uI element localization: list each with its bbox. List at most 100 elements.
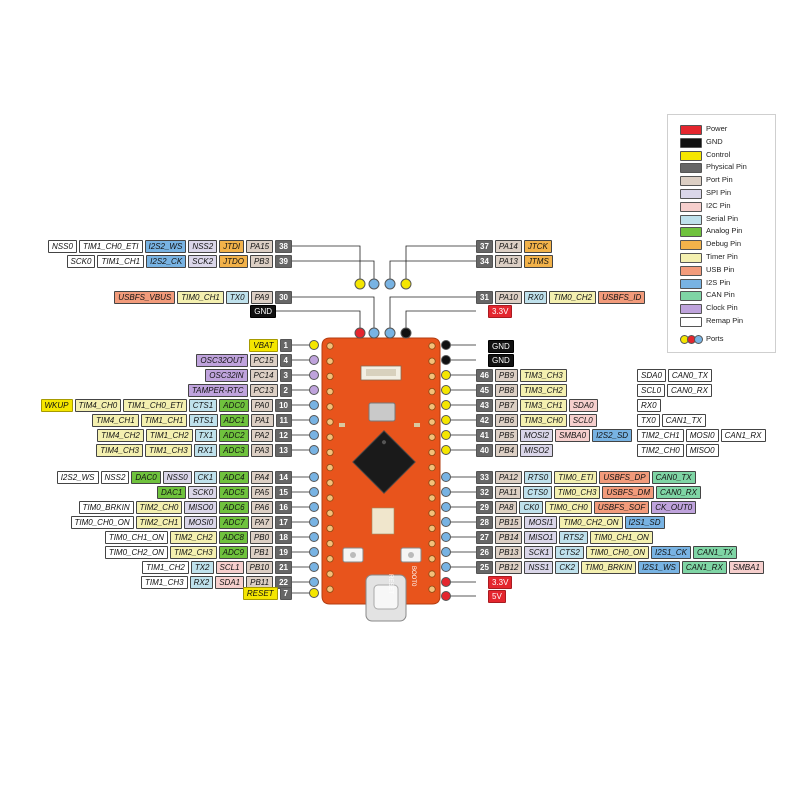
pin-label-port: PB14 — [494, 531, 523, 544]
pin-label-remap: TIM0_CH0_ON — [70, 516, 134, 529]
pin-label-port: PB3 — [249, 255, 274, 268]
pin-label-port: PA7 — [250, 516, 274, 529]
pin-label-timer: TIM3_CH1 — [520, 399, 567, 412]
left-port-dot — [309, 415, 319, 425]
pin-label-spi: SCK1 — [524, 546, 554, 559]
pin-label-timer: TIM0_CH2 — [549, 291, 597, 304]
header-hole — [326, 555, 334, 563]
pin-label-serial: RTS1 — [189, 414, 218, 427]
pin-label-phys: 21 — [275, 561, 292, 574]
pin-label-gnd: GND — [488, 340, 514, 353]
legend-swatch — [680, 214, 702, 225]
right-port-dot — [441, 415, 451, 425]
legend-label: Debug Pin — [706, 239, 742, 249]
pin-label-serial: RTS2 — [559, 531, 588, 544]
header-hole — [326, 585, 334, 593]
pin-label-port: PB1 — [249, 546, 274, 559]
legend-swatch — [680, 125, 702, 135]
pin-label-analog: ADC0 — [219, 399, 249, 412]
right-port-dot — [441, 562, 451, 572]
pin-label-serial: RX0 — [523, 291, 548, 304]
pin-label-phys: 10 — [275, 399, 292, 412]
right-port-dot — [441, 487, 451, 497]
header-hole — [428, 418, 436, 426]
silk-boot: BOOT0 — [410, 566, 416, 587]
pin-label-phys: 4 — [279, 354, 292, 367]
pin-label-port: PB8 — [494, 384, 519, 397]
pin-label-port: PB0 — [249, 531, 274, 544]
legend-swatch — [680, 304, 702, 315]
pin-label-port: PA9 — [250, 291, 274, 304]
pin-label-remap: CAN1_TX — [661, 414, 706, 427]
right-port-dot — [441, 577, 451, 587]
pin-label-port: PA4 — [250, 471, 274, 484]
legend-label: Clock Pin — [706, 303, 738, 313]
legend-label: Timer Pin — [706, 252, 738, 261]
pin-label-remap: CAN1_RX — [720, 429, 766, 442]
pin-label-timer: TIM0_CH3 — [553, 486, 601, 499]
ports-icon — [680, 335, 706, 344]
pin-label-power: 3.3V — [488, 305, 513, 318]
pin-label-analog: ADC8 — [218, 531, 248, 544]
pin-label-timer: TIM4_CH0 — [74, 399, 122, 412]
pin-label-remap: TIM2_CH1 — [637, 429, 684, 442]
pin-label-port: PC13 — [249, 384, 278, 397]
pin-label-timer: TIM3_CH2 — [520, 384, 567, 397]
legend-label: USB Pin — [706, 264, 735, 274]
legend-ports-label: Ports — [706, 334, 724, 343]
pin-label-phys: 45 — [476, 384, 493, 397]
pin-label-spi: NSS1 — [524, 561, 554, 574]
pin-label-phys: 13 — [275, 444, 292, 457]
pin-label-spi: MOSI2 — [520, 429, 553, 442]
pin-label-i2s: I2S2_WS — [144, 240, 187, 253]
pin-label-remap: TIM2_CH0 — [637, 444, 684, 457]
pin-label-spi: MOSI1 — [524, 516, 558, 529]
pin-label-remap: TIM1_CH1 — [97, 255, 145, 268]
header-hole — [428, 342, 436, 350]
pin-label-i2c: SCL0 — [568, 414, 597, 427]
pin-label-phys: 15 — [275, 486, 292, 499]
pin-label-port: PA12 — [494, 471, 522, 484]
right-port-dot — [441, 591, 451, 601]
pin-label-analog: ADC1 — [219, 414, 249, 427]
silk-reset: RESET — [387, 574, 393, 594]
header-hole — [428, 524, 436, 533]
pin-label-i2s: I2S2_SD — [592, 429, 633, 442]
pin-label-port: PB5 — [494, 429, 519, 442]
pin-label-serial: CK0 — [519, 501, 543, 514]
legend-label: Power — [706, 124, 728, 133]
header-hole — [326, 524, 334, 533]
legend-label: I2S Pin — [706, 277, 731, 287]
legend-label: CAN Pin — [706, 290, 735, 300]
pin-label-phys: 12 — [275, 429, 292, 442]
pin-label-remap: RX0 — [637, 399, 661, 412]
pin-label-remap: TIM1_CH2 — [142, 561, 189, 574]
header-hole — [326, 570, 334, 578]
pin-label-port: PA14 — [494, 240, 522, 253]
pin-label-timer: TIM1_CH1 — [140, 414, 188, 427]
legend-swatch — [680, 278, 702, 289]
pin-label-i2c: SCL1 — [215, 561, 244, 574]
pin-label-phys: 17 — [275, 516, 292, 529]
header-hole — [326, 387, 334, 396]
pin-label-debug: JTDI — [219, 240, 245, 253]
pin-label-i2s: I2S2_CK — [146, 255, 187, 268]
pin-label-analog: DAC1 — [156, 486, 187, 499]
legend-label: Control — [706, 149, 731, 159]
header-hole — [326, 372, 334, 380]
pin-label-timer: TIM0_CH1 — [177, 291, 224, 304]
pin-label-phys: 14 — [275, 471, 292, 484]
left-port-dot — [309, 547, 319, 557]
pin-label-port: PC14 — [249, 369, 278, 382]
pin-label-phys: 42 — [476, 414, 493, 427]
pin-label-serial: CTS1 — [188, 399, 218, 412]
pin-label-remap: SDA0 — [637, 369, 666, 382]
pin-label-remap: MISO0 — [685, 444, 719, 457]
legend-label: Analog Pin — [706, 226, 743, 236]
legend-swatch — [680, 176, 702, 187]
pin-label-phys: 38 — [275, 240, 292, 253]
pin-label-analog: ADC3 — [219, 444, 249, 457]
header-hole — [428, 585, 436, 593]
pin-label-serial: CTS0 — [523, 486, 552, 499]
